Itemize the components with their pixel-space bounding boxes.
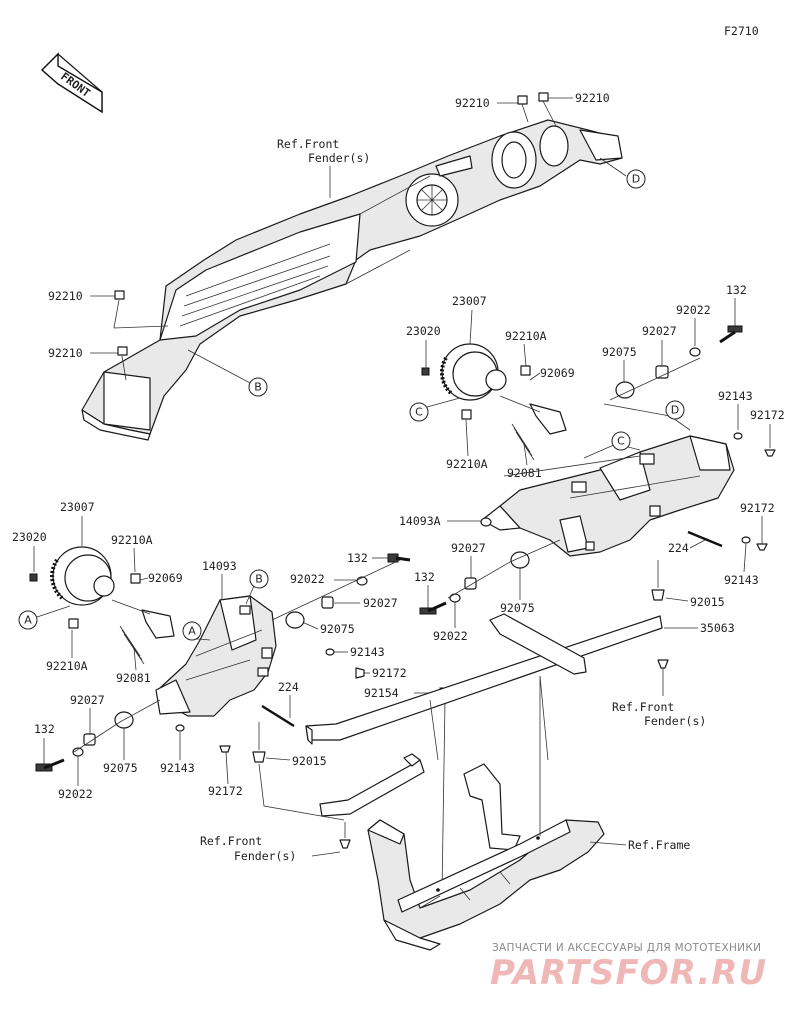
label-92022-left-1: 92022 — [290, 572, 325, 586]
right-lamp-assembly — [421, 343, 567, 461]
label-23020-right: 23020 — [406, 324, 441, 338]
label-92075-left-2: 92075 — [103, 761, 138, 775]
label-ref-front-fender-bot-2: Fender(s) — [234, 849, 296, 863]
label-14093a: 14093A — [399, 514, 441, 528]
svg-text:B: B — [255, 573, 263, 586]
left-lamp-assembly — [29, 546, 175, 665]
label-92154: 92154 — [364, 686, 399, 700]
label-23020-left: 23020 — [12, 530, 47, 544]
figure-id: F2710 — [724, 24, 759, 38]
label-ref-frame: Ref.Frame — [628, 838, 690, 852]
label-92172-right-2: 92172 — [740, 501, 775, 515]
label-132-left-1: 132 — [347, 551, 368, 565]
right-bracket-14093a — [480, 435, 735, 557]
label-132-mid: 132 — [414, 570, 435, 584]
svg-text:C: C — [415, 406, 423, 419]
label-92027-left-2: 92027 — [70, 693, 105, 707]
label-ref-front-fender-mid: Ref.Front — [612, 700, 674, 714]
label-92069-right: 92069 — [540, 366, 575, 380]
label-92143-left-2: 92143 — [160, 761, 195, 775]
clip-92210-icon — [517, 95, 528, 105]
svg-text:D: D — [671, 404, 679, 417]
clip-92210-icon — [538, 92, 549, 102]
label-92075-right: 92075 — [602, 345, 637, 359]
svg-text:A: A — [24, 614, 32, 627]
label-224-left: 224 — [278, 680, 299, 694]
callout-c-bracket — [611, 431, 631, 451]
label-92143-right-1: 92143 — [718, 389, 753, 403]
top-guard-labels: 92210 92210 Ref.Front Fender(s) D 92210 … — [48, 91, 646, 397]
label-92210a-right-2: 92210A — [446, 457, 488, 471]
label-92172-left-2: 92172 — [208, 784, 243, 798]
label-92069-left: 92069 — [148, 571, 183, 585]
label-92172-left-1: 92172 — [372, 666, 407, 680]
label-23007-left: 23007 — [60, 500, 95, 514]
label-92210a-left-2: 92210A — [46, 659, 88, 673]
label-92015-left: 92015 — [292, 754, 327, 768]
callout-d-right — [665, 400, 685, 420]
label-92075-left-1: 92075 — [320, 622, 355, 636]
callout-c-right — [409, 402, 429, 422]
callout-d-top — [626, 169, 646, 189]
partsfor-watermark: ЗАПЧАСТИ И АКСЕССУАРЫ ДЛЯ МОТОТЕХНИКИ PA… — [490, 942, 767, 993]
callout-b-left — [249, 569, 269, 589]
label-224-right: 224 — [668, 541, 689, 555]
label-132-right: 132 — [726, 283, 747, 297]
label-92210-a: 92210 — [455, 96, 490, 110]
clip-92210-icon — [117, 346, 128, 356]
right-labels: 23007 23020 92210A 92069 C 92210A 92081 … — [399, 283, 785, 728]
callout-a-bracket — [182, 621, 202, 641]
front-arrow-icon: FRONT — [40, 52, 103, 114]
frame-section: Ref.Frame — [367, 676, 690, 951]
label-ref-front-fender-bot: Ref.Front — [200, 834, 262, 848]
svg-text:B: B — [254, 381, 262, 394]
label-ref-front-fender-top-2: Fender(s) — [308, 151, 370, 165]
label-92172-right-1: 92172 — [750, 408, 785, 422]
svg-text:D: D — [632, 173, 640, 186]
watermark-tagline: ЗАПЧАСТИ И АКСЕССУАРЫ ДЛЯ МОТОТЕХНИКИ — [492, 942, 761, 954]
svg-text:C: C — [617, 435, 625, 448]
watermark-logo: PARTSFOR.RU — [490, 953, 767, 993]
label-132-left-2: 132 — [34, 722, 55, 736]
label-92081-left: 92081 — [116, 671, 151, 685]
label-92015-right: 92015 — [690, 595, 725, 609]
label-92027-left-1: 92027 — [363, 596, 398, 610]
label-92210a-right-1: 92210A — [505, 329, 547, 343]
label-92081-right: 92081 — [507, 466, 542, 480]
callout-b-top — [248, 377, 268, 397]
label-92027-mid: 92027 — [451, 541, 486, 555]
label-92022-mid: 92022 — [433, 629, 468, 643]
label-14093: 14093 — [202, 559, 237, 573]
label-92210-c: 92210 — [48, 289, 83, 303]
svg-text:A: A — [188, 625, 196, 638]
label-92210a-left-1: 92210A — [111, 533, 153, 547]
left-labels: 23007 23020 92210A 92069 A 92210A 92081 … — [12, 500, 451, 893]
left-bracket-14093 — [155, 595, 277, 717]
label-35063: 35063 — [700, 621, 735, 635]
label-92022-right: 92022 — [676, 303, 711, 317]
clip-92210-icon — [114, 290, 125, 300]
label-92143-left-1: 92143 — [350, 645, 385, 659]
crossbar-35063 — [305, 613, 663, 817]
label-92075-mid: 92075 — [500, 601, 535, 615]
label-92143-right-2: 92143 — [724, 573, 759, 587]
label-92027-right: 92027 — [642, 324, 677, 338]
callout-a-left — [18, 610, 38, 630]
front-guard-assembly — [81, 119, 623, 441]
label-92022-left-2: 92022 — [58, 787, 93, 801]
label-ref-front-fender-top: Ref.Front — [277, 137, 339, 151]
label-92210-d: 92210 — [48, 346, 83, 360]
label-92210-b: 92210 — [575, 91, 610, 105]
label-ref-front-fender-mid-2: Fender(s) — [644, 714, 706, 728]
label-23007-right: 23007 — [452, 294, 487, 308]
